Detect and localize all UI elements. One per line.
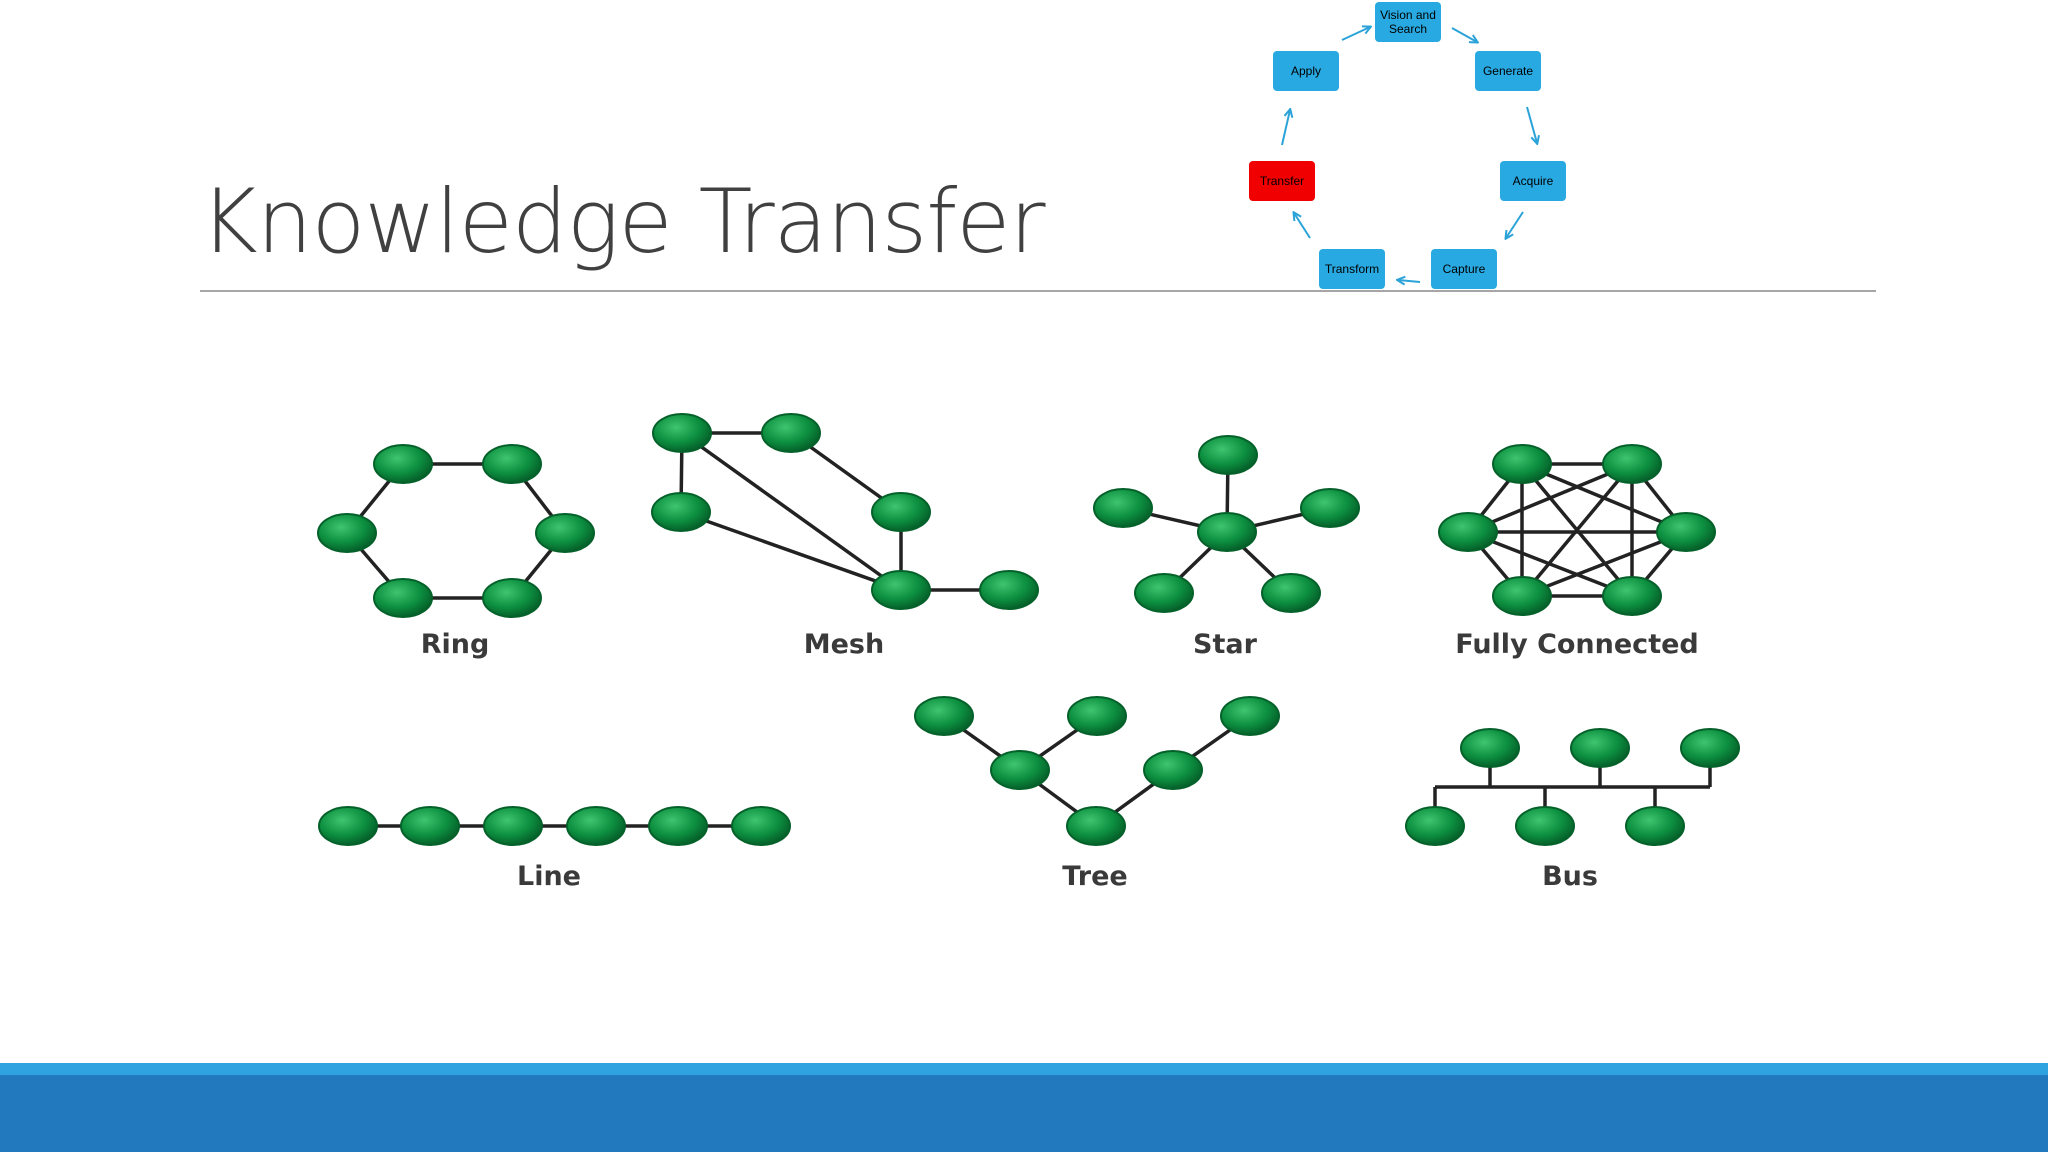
title-divider [200,290,1876,292]
network-link [1521,530,1687,598]
cycle-step-label: Generate [1483,64,1533,78]
network-node [651,492,711,532]
network-node [318,806,378,846]
cycle-step-label: Capture [1443,262,1486,276]
network-node [1460,728,1520,768]
topology-label-mesh: Mesh [804,629,884,660]
network-node [1067,696,1127,736]
network-link [1467,462,1633,534]
cycle-step-apply: Apply [1273,51,1339,91]
network-node [1261,573,1321,613]
network-node [1197,512,1257,552]
cycle-step-label: Vision and [1380,8,1436,22]
topology-line: Line [318,806,791,892]
cycle-step-label: Search [1389,22,1427,36]
network-node [373,578,433,618]
topology-label-bus: Bus [1542,861,1598,892]
network-node [1143,750,1203,790]
network-node [1300,488,1360,528]
arrow-icon [1398,280,1421,282]
topology-star: Star [1093,435,1360,660]
network-node [1656,512,1716,552]
network-node [317,513,377,553]
cycle-step-capture: Capture [1431,249,1497,289]
network-node [1492,576,1552,616]
network-node [1492,444,1552,484]
topology-label-star: Star [1193,629,1258,660]
network-node [1570,728,1630,768]
network-node [871,570,931,610]
cycle-step-label: Acquire [1513,174,1554,188]
network-node [400,806,460,846]
network-node [979,570,1039,610]
network-link [680,431,903,592]
network-node [1134,573,1194,613]
network-node [373,444,433,484]
network-node [990,750,1050,790]
topology-label-fully-connected: Fully Connected [1455,629,1699,660]
network-node [731,806,791,846]
cycle-step-label: Transfer [1260,174,1304,188]
network-node [1680,728,1740,768]
network-node [1220,696,1280,736]
network-link [1467,530,1633,598]
topology-bus: Bus [1405,728,1740,892]
topology-label-ring: Ring [421,629,490,660]
cycle-step-transform: Transform [1319,249,1385,289]
network-link [1520,462,1634,598]
network-node [482,578,542,618]
footer-bar [0,1075,2048,1152]
cycle-step-acquire: Acquire [1500,161,1566,201]
cycle-step-label: Apply [1291,64,1321,78]
network-node [761,413,821,453]
network-node [1602,444,1662,484]
topology-fully-connected: Fully Connected [1438,444,1716,660]
topology-ring: Ring [317,444,595,660]
arrow-icon [1506,211,1524,238]
arrow-icon [1281,110,1290,146]
network-node [566,806,626,846]
arrow-icon [1451,27,1477,42]
cycle-step-generate: Generate [1475,51,1541,91]
network-node [1066,806,1126,846]
arrow-icon [1526,106,1537,143]
topology-mesh: Mesh [651,413,1039,660]
network-node [1093,488,1153,528]
cycle-step-label: Transform [1325,262,1379,276]
network-node [535,513,595,553]
network-node [1405,806,1465,846]
network-node [482,444,542,484]
network-node [652,413,712,453]
arrow-icon [1294,213,1311,239]
cycle-step-transfer: Transfer [1249,161,1315,201]
slide-title: Knowledge Transfer [200,170,1046,273]
network-node [483,806,543,846]
arrow-icon [1341,27,1370,41]
topology-label-tree: Tree [1062,861,1127,892]
topology-label-line: Line [517,861,581,892]
network-node [1515,806,1575,846]
network-node [871,492,931,532]
network-node [1625,806,1685,846]
network-node [648,806,708,846]
footer-accent-bar [0,1063,2048,1075]
topology-tree: Tree [914,696,1280,892]
network-node [1198,435,1258,475]
network-link [680,510,902,592]
network-node [1602,576,1662,616]
network-node [1438,512,1498,552]
network-node [914,696,974,736]
